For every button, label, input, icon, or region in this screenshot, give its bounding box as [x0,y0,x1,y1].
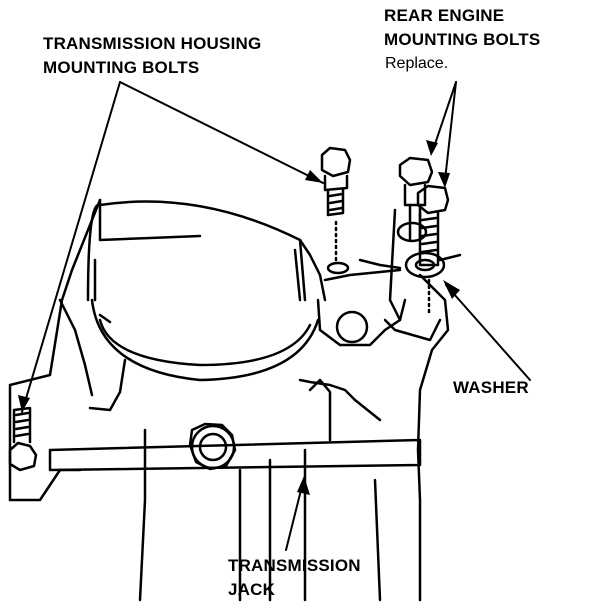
label-transmission-jack-line2: JACK [228,580,276,599]
arrowheads [18,140,460,495]
converter-housing [86,200,320,382]
transmission-housing-bolt-lower [8,406,38,472]
leader-lines [21,81,531,551]
transmission-jack [48,378,422,602]
label-washer: WASHER [453,378,529,397]
transmission-case [8,198,450,602]
washer [404,251,446,279]
label-rear-engine-note: Replace. [385,55,449,72]
label-rear-engine-bolts-line1: REAR ENGINE [384,6,505,25]
label-transmission-jack-line1: TRANSMISSION [228,556,361,575]
transmission-housing-bolt-upper [320,146,352,275]
mount-bracket [316,208,442,347]
washer-leader-tick [438,253,462,262]
label-transmission-housing-bolts-line2: MOUNTING BOLTS [43,58,200,77]
label-transmission-housing-bolts-line1: TRANSMISSION HOUSING [43,34,262,53]
rear-engine-bolt-right [416,184,450,317]
label-rear-engine-bolts-line2: MOUNTING BOLTS [384,30,541,49]
